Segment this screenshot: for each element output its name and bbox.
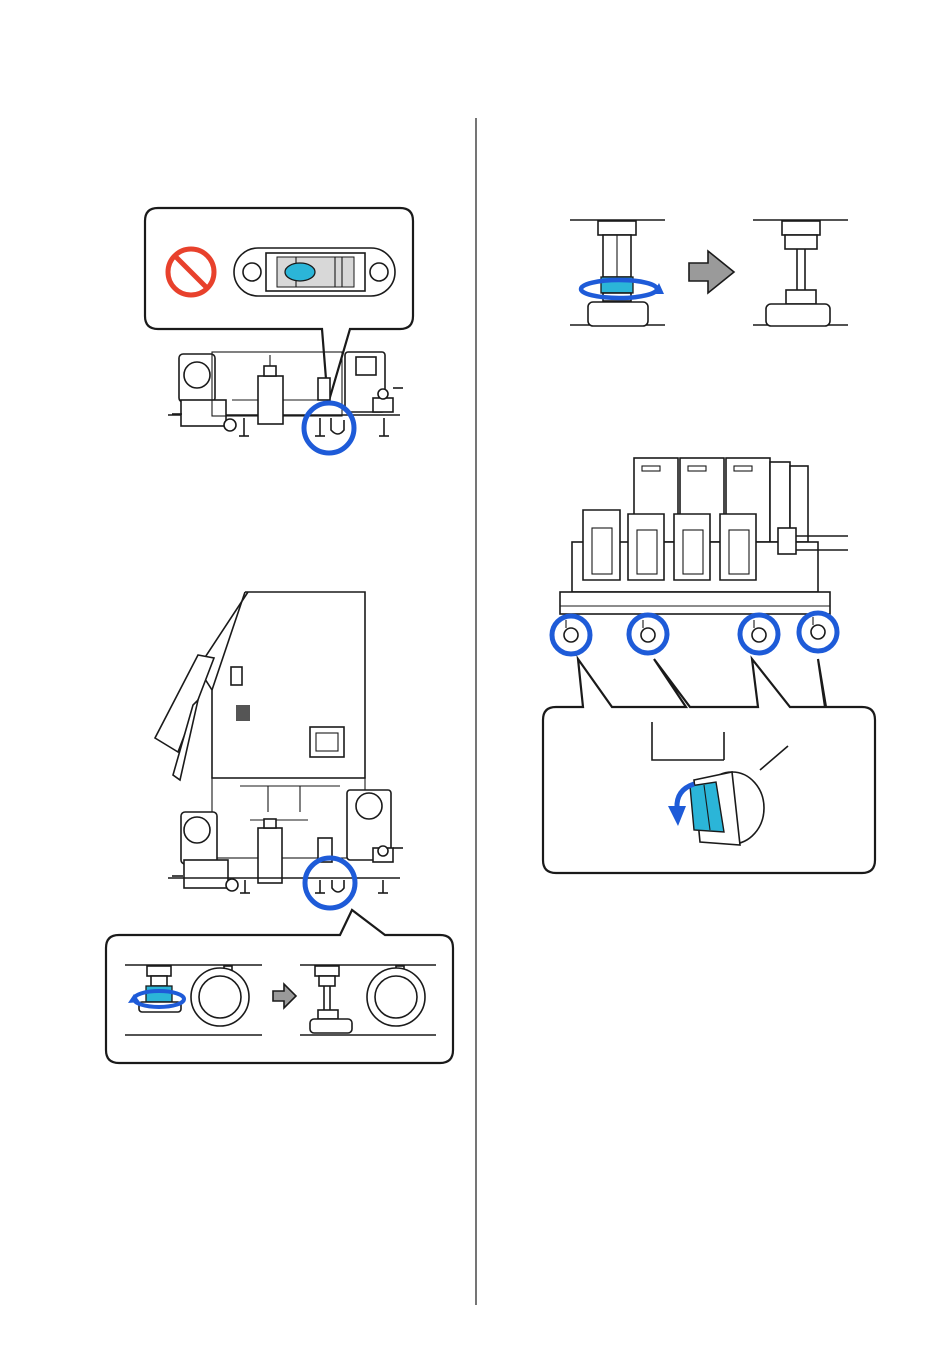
bubble-level-icon <box>234 248 395 296</box>
vent-grille <box>236 705 250 721</box>
highlight-circle <box>305 858 355 908</box>
ink-tank-unit <box>560 458 848 614</box>
stand-illustration <box>168 352 403 436</box>
figure-caster-lock <box>543 458 875 873</box>
figure-printer-stand <box>106 592 453 1063</box>
figure-level-check <box>145 208 413 453</box>
highlight-circle <box>304 403 354 453</box>
figure-adjuster-turn <box>570 220 848 326</box>
prohibition-icon <box>168 249 214 295</box>
grey-right-arrow-icon <box>689 251 734 293</box>
caster-wheels <box>564 617 825 642</box>
